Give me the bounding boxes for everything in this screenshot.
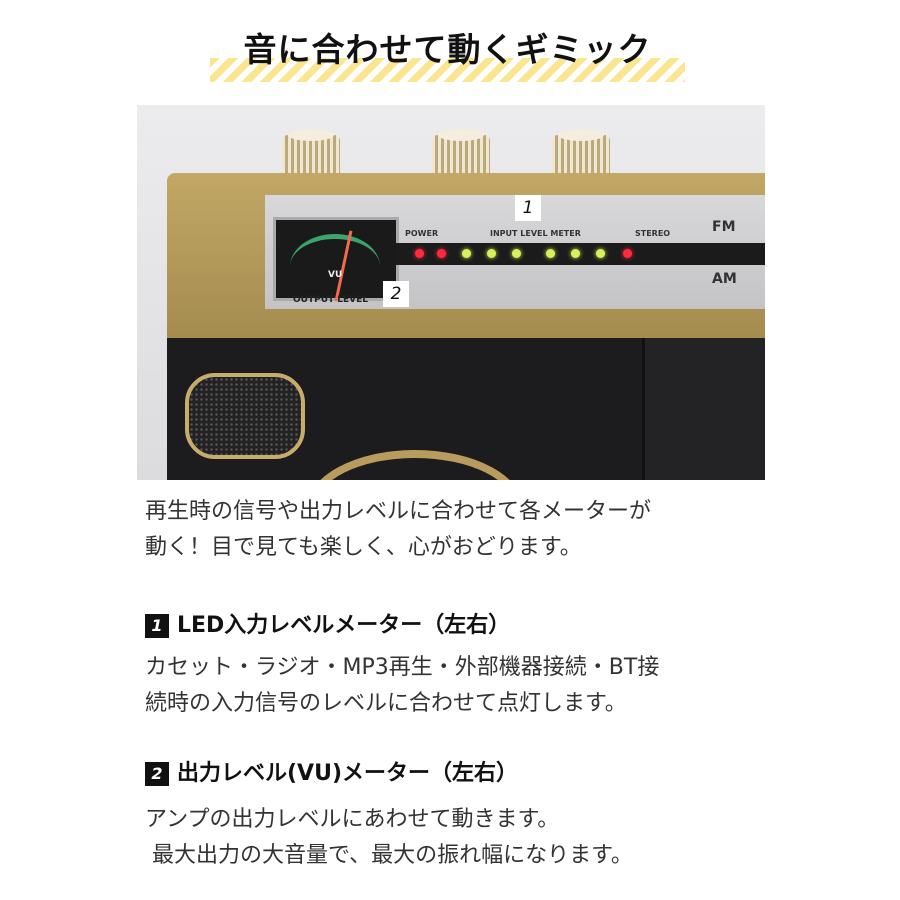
- title-banner: 音に合わせて動くギミック: [210, 28, 685, 82]
- led-indicator: [512, 249, 521, 258]
- section-body-1: カセット・ラジオ・MP3再生・外部機器接続・BT接 続時の入力信号のレベルに合わ…: [145, 650, 765, 722]
- led-indicator: [415, 249, 424, 258]
- led-indicator: [596, 249, 605, 258]
- product-photo: VU OUTPUT LEVEL POWER INPUT LEVEL METER …: [137, 105, 765, 480]
- heading-text: 出力レベル(VU)メーター（左右）: [177, 761, 519, 786]
- fm-label: FM: [712, 219, 736, 235]
- page-title: 音に合わせて動くギミック: [243, 30, 652, 69]
- vu-meter: VU: [273, 217, 399, 302]
- body-line: 続時の入力信号のレベルに合わせて点灯します。: [145, 691, 627, 716]
- number-badge: 1: [145, 614, 169, 638]
- body-line: 最大出力の大音量で、最大の振れ幅になります。: [145, 843, 633, 868]
- speaker-grille: [185, 373, 305, 459]
- heading-text: LED入力レベルメーター（左右）: [177, 613, 511, 638]
- input-level-meter-label: INPUT LEVEL METER: [490, 229, 581, 238]
- knob: [552, 129, 610, 179]
- stereo-label: STEREO: [635, 229, 671, 238]
- knob: [432, 129, 490, 179]
- knob: [282, 129, 340, 179]
- intro-text: 再生時の信号や出力レベルに合わせて各メーターが 動く！目で見ても楽しく、心がおど…: [145, 494, 765, 566]
- led-indicator: [462, 249, 471, 258]
- cassette-door: [642, 338, 765, 480]
- led-indicator: [571, 249, 580, 258]
- led-bar: [395, 243, 765, 265]
- led-indicator: [437, 249, 446, 258]
- output-level-label: OUTPUT LEVEL: [293, 295, 369, 305]
- body-line: カセット・ラジオ・MP3再生・外部機器接続・BT接: [145, 655, 660, 680]
- title-stripe: [210, 58, 685, 82]
- body-line: アンプの出力レベルにあわせて動きます。: [145, 807, 560, 832]
- intro-line: 動く！目で見ても楽しく、心がおどります。: [145, 535, 582, 560]
- intro-line: 再生時の信号や出力レベルに合わせて各メーターが: [145, 499, 652, 524]
- number-badge: 2: [145, 762, 169, 786]
- vu-face-label: VU: [328, 270, 343, 280]
- callout-1: 1: [515, 195, 541, 221]
- led-indicator: [487, 249, 496, 258]
- am-label: AM: [712, 271, 737, 287]
- section-body-2: アンプの出力レベルにあわせて動きます。 最大出力の大音量で、最大の振れ幅になりま…: [145, 802, 765, 874]
- led-indicator: [623, 249, 632, 258]
- section-heading-2: 2 出力レベル(VU)メーター（左右）: [145, 759, 765, 789]
- power-label: POWER: [405, 229, 439, 238]
- callout-2: 2: [383, 281, 409, 307]
- led-indicator: [546, 249, 555, 258]
- section-heading-1: 1 LED入力レベルメーター（左右）: [145, 611, 765, 641]
